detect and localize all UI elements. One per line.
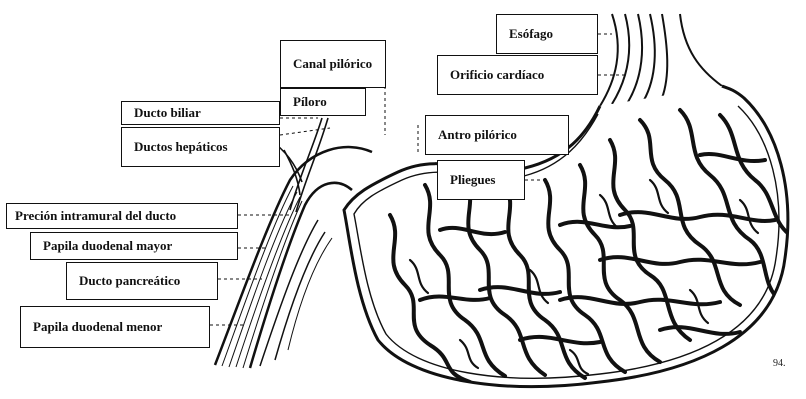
artist-signature: 94. — [773, 358, 786, 369]
label-ductos-hepaticos: Ductos hepáticos — [121, 127, 280, 167]
label-precion-intramural: Preción intramural del ducto — [6, 203, 238, 229]
label-ducto-pancreatico: Ducto pancreático — [66, 262, 218, 300]
label-papila-duodenal-mayor: Papila duodenal mayor — [30, 232, 238, 260]
label-canal-pilorico: Canal pilórico — [280, 40, 386, 88]
label-pliegues: Pliegues — [437, 160, 525, 200]
label-papila-duodenal-menor: Papila duodenal menor — [20, 306, 210, 348]
label-esofago: Esófago — [496, 14, 598, 54]
label-ducto-biliar: Ducto biliar — [121, 101, 280, 125]
duodenum — [215, 147, 372, 368]
label-antro-pilorico: Antro pilórico — [425, 115, 569, 155]
label-piloro: Píloro — [280, 88, 366, 116]
label-orificio-cardiaco: Orificio cardíaco — [437, 55, 598, 95]
